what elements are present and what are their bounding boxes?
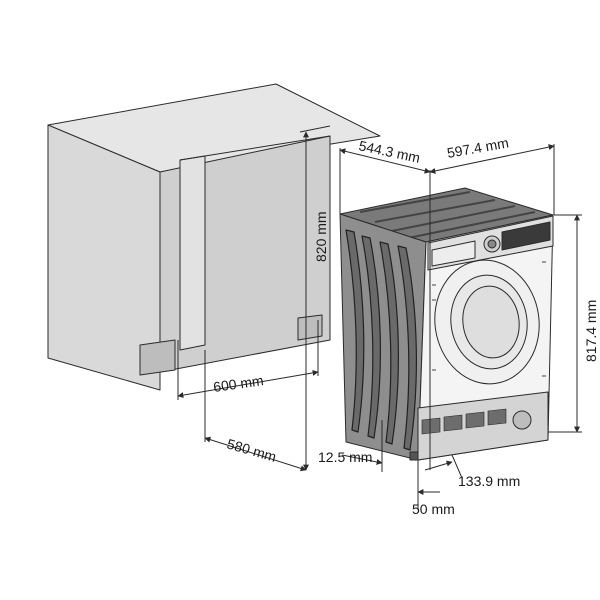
- dim-niche-depth-label: 580 mm: [225, 436, 278, 465]
- dim-foot-offset-label: 12.5 mm: [318, 449, 372, 465]
- dim-niche-width-label: 600 mm: [212, 372, 264, 395]
- machine-side-ribs: [345, 229, 417, 451]
- machine-top-ribs: [359, 191, 536, 239]
- display-panel: [501, 221, 551, 251]
- drain-filter-icon: [512, 410, 532, 430]
- program-knob-inner-icon: [487, 239, 497, 249]
- cabinet-inner-side: [179, 155, 206, 351]
- dim-plinth-depth-label: 133.9 mm: [458, 473, 520, 489]
- hinge-marks: [432, 261, 546, 377]
- dim-plinth-height-label: 50 mm: [412, 501, 455, 517]
- dim-machine-height-label: 817.4 mm: [583, 300, 599, 362]
- dimension-lines: [177, 125, 582, 510]
- cabinet-left-panel: [47, 124, 161, 391]
- dim-niche-height-label: 820 mm: [313, 211, 329, 262]
- cabinet-plinth: [139, 339, 176, 376]
- detergent-drawer: [431, 240, 476, 267]
- cabinet-niche: [47, 83, 381, 391]
- machine-foot-left: [409, 451, 419, 461]
- washing-machine: [339, 187, 554, 461]
- base-vents: [421, 408, 507, 435]
- door-inner: [462, 285, 520, 359]
